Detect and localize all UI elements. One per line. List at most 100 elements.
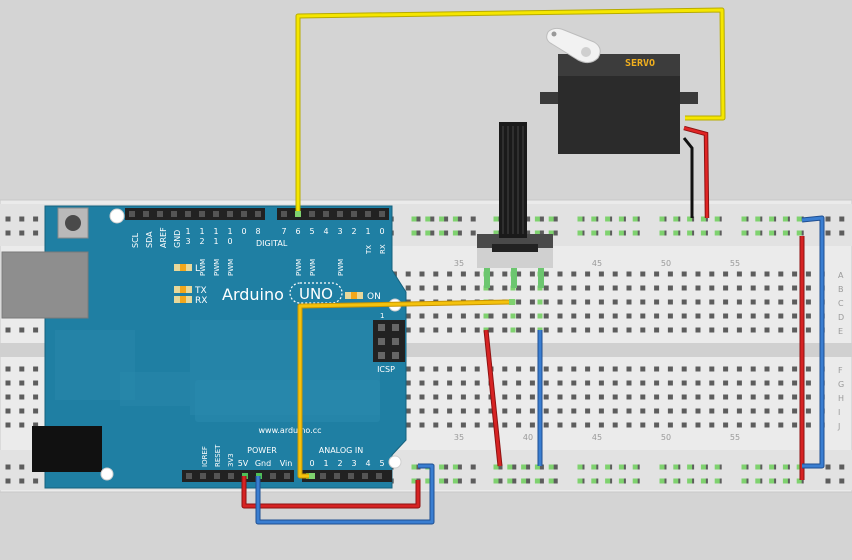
breadboard-hole[interactable]: [543, 271, 549, 277]
breadboard-hole[interactable]: [626, 394, 632, 400]
breadboard-hole[interactable]: [736, 422, 742, 428]
breadboard-hole[interactable]: [723, 366, 729, 372]
breadboard-hole[interactable]: [598, 299, 604, 305]
breadboard-hole[interactable]: [557, 394, 563, 400]
breadboard-hole[interactable]: [405, 313, 411, 319]
breadboard-hole[interactable]: [543, 366, 549, 372]
breadboard-hole[interactable]: [640, 394, 646, 400]
breadboard-hole[interactable]: [755, 464, 761, 470]
potentiometer[interactable]: [477, 122, 553, 288]
breadboard-hole[interactable]: [654, 394, 660, 400]
breadboard-hole[interactable]: [723, 380, 729, 386]
breadboard-hole[interactable]: [5, 394, 11, 400]
breadboard-hole[interactable]: [825, 478, 831, 484]
breadboard-hole[interactable]: [19, 327, 25, 333]
breadboard-hole[interactable]: [792, 380, 798, 386]
breadboard-hole[interactable]: [433, 394, 439, 400]
breadboard-hole[interactable]: [433, 422, 439, 428]
breadboard-hole[interactable]: [792, 285, 798, 291]
breadboard-hole[interactable]: [709, 285, 715, 291]
breadboard-hole[interactable]: [419, 285, 425, 291]
breadboard-hole[interactable]: [516, 366, 522, 372]
breadboard-hole[interactable]: [618, 464, 624, 470]
breadboard-hole[interactable]: [796, 478, 802, 484]
breadboard-hole[interactable]: [632, 478, 638, 484]
breadboard-hole[interactable]: [474, 271, 480, 277]
breadboard-hole[interactable]: [654, 313, 660, 319]
breadboard-hole[interactable]: [667, 366, 673, 372]
breadboard-hole[interactable]: [415, 230, 421, 236]
breadboard-hole[interactable]: [557, 408, 563, 414]
breadboard-hole[interactable]: [778, 422, 784, 428]
breadboard-hole[interactable]: [681, 380, 687, 386]
breadboard-hole[interactable]: [452, 216, 458, 222]
breadboard-hole[interactable]: [805, 271, 811, 277]
breadboard-hole[interactable]: [405, 285, 411, 291]
breadboard-hole[interactable]: [557, 299, 563, 305]
breadboard-hole[interactable]: [626, 313, 632, 319]
breadboard-hole[interactable]: [460, 394, 466, 400]
breadboard-hole[interactable]: [687, 464, 693, 470]
breadboard-hole[interactable]: [598, 408, 604, 414]
breadboard-hole[interactable]: [488, 271, 494, 277]
breadboard-hole[interactable]: [33, 216, 39, 222]
breadboard-hole[interactable]: [632, 230, 638, 236]
breadboard-hole[interactable]: [474, 394, 480, 400]
breadboard-hole[interactable]: [750, 285, 756, 291]
breadboard-hole[interactable]: [474, 285, 480, 291]
breadboard-hole[interactable]: [640, 380, 646, 386]
breadboard-hole[interactable]: [557, 327, 563, 333]
breadboard-hole[interactable]: [695, 327, 701, 333]
breadboard-hole[interactable]: [805, 380, 811, 386]
breadboard-hole[interactable]: [709, 408, 715, 414]
breadboard-hole[interactable]: [529, 271, 535, 277]
breadboard-hole[interactable]: [419, 366, 425, 372]
breadboard-hole[interactable]: [557, 366, 563, 372]
breadboard-hole[interactable]: [525, 478, 531, 484]
breadboard-hole[interactable]: [19, 464, 25, 470]
breadboard-hole[interactable]: [511, 478, 517, 484]
breadboard-hole[interactable]: [764, 408, 770, 414]
breadboard-hole[interactable]: [447, 285, 453, 291]
breadboard-hole[interactable]: [585, 327, 591, 333]
breadboard-hole[interactable]: [605, 230, 611, 236]
breadboard-hole[interactable]: [456, 478, 462, 484]
breadboard-hole[interactable]: [470, 464, 476, 470]
breadboard-hole[interactable]: [591, 478, 597, 484]
breadboard-hole[interactable]: [736, 313, 742, 319]
breadboard-hole[interactable]: [714, 230, 720, 236]
breadboard-hole[interactable]: [470, 230, 476, 236]
breadboard-hole[interactable]: [673, 478, 679, 484]
breadboard-hole[interactable]: [769, 478, 775, 484]
breadboard-hole[interactable]: [700, 216, 706, 222]
breadboard-hole[interactable]: [529, 327, 535, 333]
breadboard-hole[interactable]: [439, 216, 445, 222]
breadboard-hole[interactable]: [425, 478, 431, 484]
breadboard-hole[interactable]: [612, 271, 618, 277]
breadboard-hole[interactable]: [659, 216, 665, 222]
breadboard-hole[interactable]: [439, 230, 445, 236]
breadboard-hole[interactable]: [741, 464, 747, 470]
breadboard-hole[interactable]: [659, 464, 665, 470]
breadboard-hole[interactable]: [764, 366, 770, 372]
breadboard-hole[interactable]: [709, 299, 715, 305]
breadboard-hole[interactable]: [447, 271, 453, 277]
breadboard-hole[interactable]: [640, 422, 646, 428]
breadboard-hole[interactable]: [433, 366, 439, 372]
breadboard-hole[interactable]: [796, 230, 802, 236]
breadboard-hole[interactable]: [591, 464, 597, 470]
breadboard-hole[interactable]: [654, 327, 660, 333]
breadboard-hole[interactable]: [612, 408, 618, 414]
breadboard-hole[interactable]: [447, 366, 453, 372]
breadboard-hole[interactable]: [534, 464, 540, 470]
breadboard-hole[interactable]: [764, 271, 770, 277]
breadboard-hole[interactable]: [534, 216, 540, 222]
breadboard-hole[interactable]: [443, 230, 449, 236]
breadboard-hole[interactable]: [750, 271, 756, 277]
breadboard-hole[interactable]: [612, 394, 618, 400]
breadboard-hole[interactable]: [497, 464, 503, 470]
breadboard-hole[interactable]: [19, 230, 25, 236]
breadboard-hole[interactable]: [598, 327, 604, 333]
breadboard-hole[interactable]: [750, 422, 756, 428]
breadboard-hole[interactable]: [667, 285, 673, 291]
